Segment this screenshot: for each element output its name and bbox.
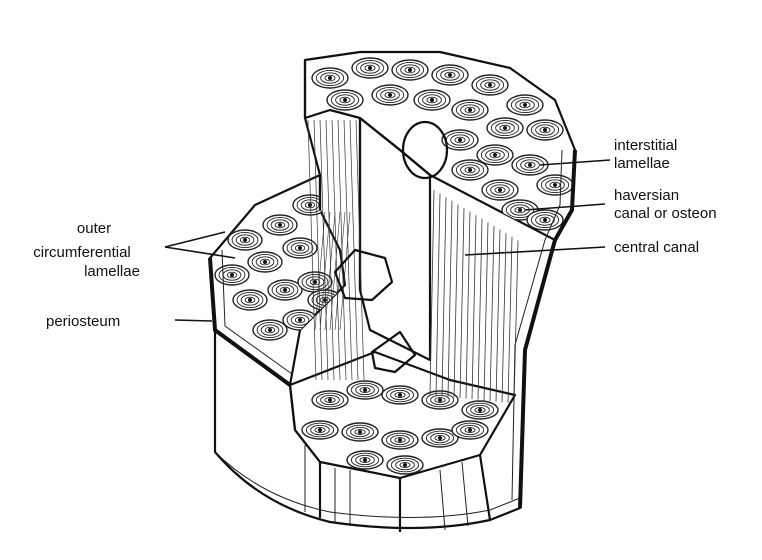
osteon-ring bbox=[346, 450, 384, 470]
bone-drawing bbox=[208, 50, 577, 532]
leader-lines bbox=[164, 159, 611, 322]
svg-text:haversian: haversian bbox=[614, 187, 679, 204]
osteon-ring bbox=[297, 271, 333, 293]
osteon-ring bbox=[282, 309, 318, 331]
osteon-ring bbox=[413, 89, 451, 111]
osteon-ring bbox=[511, 154, 549, 176]
outer-cylinder-wall bbox=[208, 239, 557, 530]
osteon-ring bbox=[391, 59, 429, 81]
periosteum-layer bbox=[208, 257, 292, 387]
label-periosteum: periosteum bbox=[46, 313, 120, 330]
osteon-ring bbox=[481, 179, 519, 201]
osteon-ring bbox=[486, 117, 524, 139]
central-canal-lower bbox=[333, 248, 394, 302]
osteon-ring bbox=[227, 229, 263, 251]
osteon-ring bbox=[232, 289, 268, 311]
osteon-ring bbox=[471, 74, 509, 96]
osteon-ring bbox=[476, 144, 514, 166]
osteon-ring bbox=[247, 251, 283, 273]
osteon-ring bbox=[311, 67, 349, 89]
osteon-ring bbox=[526, 209, 564, 231]
label-haversian-canal: haversian canal or osteon bbox=[614, 187, 717, 222]
svg-text:lamellae: lamellae bbox=[614, 155, 670, 172]
osteon-ring bbox=[351, 57, 389, 79]
osteon-ring bbox=[262, 214, 298, 236]
longitudinal-lamellae bbox=[307, 119, 519, 404]
osteon-ring bbox=[301, 420, 339, 440]
top-cut-face bbox=[303, 50, 577, 242]
central-cut-pillar bbox=[358, 116, 432, 362]
osteon-ring bbox=[267, 279, 303, 301]
svg-text:circumferential: circumferential bbox=[33, 244, 131, 261]
osteon-ring bbox=[381, 430, 419, 450]
svg-text:outer: outer bbox=[77, 220, 111, 237]
svg-text:lamellae: lamellae bbox=[84, 263, 140, 280]
osteon-ring bbox=[461, 400, 499, 420]
osteon-ring bbox=[451, 99, 489, 121]
label-central-canal: central canal bbox=[614, 239, 699, 256]
osteon-ring bbox=[526, 119, 564, 141]
svg-text:canal or osteon: canal or osteon bbox=[614, 205, 717, 222]
left-cut-face bbox=[208, 173, 347, 387]
osteon-ring bbox=[451, 420, 489, 440]
osteon-ring bbox=[421, 390, 459, 410]
osteon-ring bbox=[386, 455, 424, 475]
osteon-ring bbox=[252, 319, 288, 341]
osteon-ring bbox=[326, 89, 364, 111]
svg-text:interstitial: interstitial bbox=[614, 137, 677, 154]
central-canal-opening bbox=[401, 120, 449, 180]
osteon-ring bbox=[214, 264, 250, 286]
osteon-ring bbox=[381, 385, 419, 405]
label-outer-circumferential-lamellae: outer circumferential lamellae bbox=[33, 220, 140, 280]
label-interstitial-lamellae: interstitial lamellae bbox=[614, 137, 677, 172]
osteon-ring bbox=[371, 84, 409, 106]
osteon-ring bbox=[506, 94, 544, 116]
osteon-ring bbox=[341, 422, 379, 442]
osteon-ring bbox=[346, 380, 384, 400]
osteon-ring bbox=[282, 237, 318, 259]
osteon-ring bbox=[421, 428, 459, 448]
osteon-ring bbox=[451, 159, 489, 181]
osteon-ring bbox=[311, 390, 349, 410]
osteon-ring bbox=[431, 64, 469, 86]
osteon-ring bbox=[536, 174, 574, 196]
